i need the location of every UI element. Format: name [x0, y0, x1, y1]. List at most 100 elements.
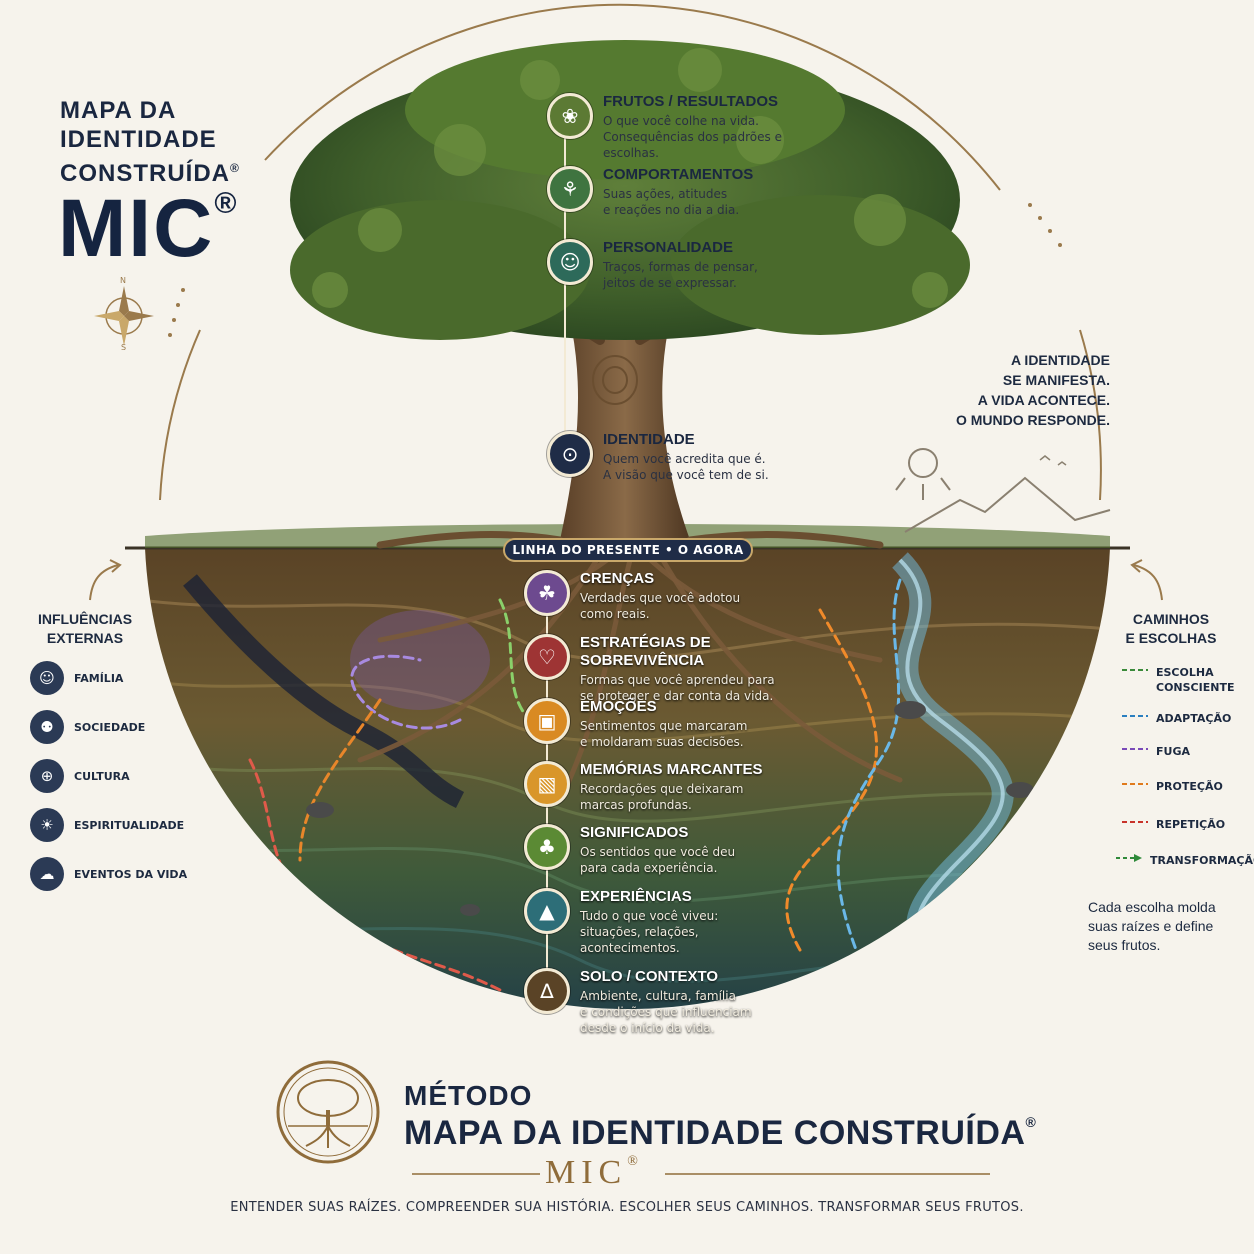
title-line-2: IDENTIDADE: [60, 126, 217, 153]
acronym-title: MIC®: [58, 183, 239, 274]
title-line-3: CONSTRUÍDA®: [60, 160, 240, 187]
paths-heading: CAMINHOS E ESCOLHAS: [1125, 611, 1217, 646]
path-adaptation: ADAPTAÇÃO: [1122, 711, 1231, 726]
layer-desc: Traços, formas de pensar,jeitos de se ex…: [603, 260, 758, 290]
layer-title: PERSONALIDADE: [603, 239, 734, 256]
layer-title: MEMÓRIAS MARCANTES: [580, 761, 763, 778]
birds-icon: [1039, 455, 1067, 466]
page-title: MAPA DA IDENTIDADE CONSTRUÍDA®: [60, 96, 380, 188]
path-label: ADAPTAÇÃO: [1156, 712, 1232, 725]
tree-canopy: [290, 40, 970, 340]
path-label: FUGA: [1156, 745, 1190, 758]
person-icon: ☺: [547, 239, 593, 285]
layer-experiences[interactable]: ▲ EXPERIÊNCIAS Tudo o que você viveu:sit…: [524, 888, 718, 956]
title-line-1: MAPA DA: [60, 97, 177, 124]
choices-note: Cada escolha molda suas raízes e define …: [1088, 899, 1216, 953]
globe-icon: ⊕: [30, 759, 64, 793]
influence-label: CULTURA: [74, 769, 130, 783]
dashed-line-purple-icon: [1122, 748, 1148, 750]
influence-spirituality[interactable]: ☀ ESPIRITUALIDADE: [30, 807, 184, 843]
dashed-line-green-icon: [1122, 669, 1148, 671]
layer-personality[interactable]: ☺ PERSONALIDADE Traços, formas de pensar…: [547, 239, 758, 291]
compass-south-label: S: [121, 343, 127, 352]
arrow-green-icon: [1116, 854, 1142, 862]
layer-soil-context[interactable]: ∆ SOLO / CONTEXTO Ambiente, cultura, fam…: [524, 968, 752, 1036]
soil-icon: ∆: [524, 968, 570, 1014]
path-transformation: TRANSFORMAÇÃO: [1116, 853, 1254, 868]
manifest-note: A IDENTIDADE SE MANIFESTA. A VIDA ACONTE…: [955, 352, 1110, 428]
footer-tagline: ENTENDER SUAS RAÍZES. COMPREENDER SUA HI…: [230, 1200, 1024, 1215]
layer-identity[interactable]: ⊙ IDENTIDADE Quem você acredita que é.A …: [547, 431, 769, 483]
layer-title: IDENTIDADE: [603, 431, 695, 448]
present-line-badge: LINHA DO PRESENTE • O AGORA: [503, 538, 753, 562]
picture-icon: ▧: [524, 761, 570, 807]
apple-icon: ❀: [547, 93, 593, 139]
layer-memories[interactable]: ▧ MEMÓRIAS MARCANTES Recordações que dei…: [524, 761, 763, 813]
footer-method-label: MÉTODO: [404, 1080, 533, 1111]
influence-family[interactable]: ☺ FAMÍLIA: [30, 660, 123, 696]
left-arrow-icon: [89, 559, 122, 601]
layer-desc: Tudo o que você viveu:situações, relaçõe…: [580, 909, 719, 955]
layer-desc: O que você colhe na vida.Consequências d…: [603, 114, 782, 160]
storm-icon: ☁: [30, 857, 64, 891]
layer-fruits[interactable]: ❀ FRUTOS / RESULTADOS O que você colhe n…: [547, 93, 837, 161]
path-label: PROTEÇÃO: [1156, 780, 1223, 793]
mountain-icon: ▲: [524, 888, 570, 934]
path-label: REPETIÇÃO: [1156, 818, 1226, 831]
right-arrow-icon: [1130, 559, 1163, 601]
influences-heading: INFLUÊNCIAS EXTERNAS: [37, 611, 133, 646]
heart-icon: ♡: [524, 634, 570, 680]
layer-title: SOLO / CONTEXTO: [580, 968, 719, 985]
fingerprint-icon: ⊙: [547, 431, 593, 477]
layer-title: COMPORTAMENTOS: [603, 166, 754, 183]
mountains-icon: [904, 476, 1111, 533]
lock-icon: ▣: [524, 698, 570, 744]
path-label: TRANSFORMAÇÃO: [1150, 854, 1254, 867]
path-escape: FUGA: [1122, 744, 1190, 759]
dashed-line-red-icon: [1122, 821, 1148, 823]
dotted-ring-right: [1028, 203, 1062, 247]
compass-north-label: N: [120, 276, 126, 285]
layer-title: SIGNIFICADOS: [580, 824, 689, 841]
footer-acronym: MIC®: [545, 1154, 638, 1191]
layer-desc: Quem você acredita que é.A visão que voc…: [603, 452, 769, 482]
layer-title: CRENÇAS: [580, 570, 655, 587]
spirit-icon: ☀: [30, 808, 64, 842]
path-protection: PROTEÇÃO: [1122, 779, 1223, 794]
influence-label: FAMÍLIA: [74, 671, 124, 685]
footer-tree-logo: [276, 1060, 380, 1164]
tree-icon: ♣: [524, 824, 570, 870]
layer-title: ESTRATÉGIAS DE SOBREVIVÊNCIA: [580, 634, 711, 669]
family-icon: ☺: [30, 661, 64, 695]
influence-label: SOCIEDADE: [74, 720, 146, 734]
influence-life-events[interactable]: ☁ EVENTOS DA VIDA: [30, 856, 187, 892]
influence-culture[interactable]: ⊕ CULTURA: [30, 758, 130, 794]
footer-title: MAPA DA IDENTIDADE CONSTRUÍDA®: [404, 1114, 1037, 1152]
outer-ring: [159, 3, 1102, 501]
society-icon: ⚉: [30, 710, 64, 744]
sun-icon: [895, 448, 951, 500]
path-repetition: REPETIÇÃO: [1122, 817, 1225, 832]
layer-title: FRUTOS / RESULTADOS: [603, 93, 779, 110]
layer-title: EXPERIÊNCIAS: [580, 888, 692, 905]
compass-icon: [94, 286, 154, 346]
layer-survival-strategies[interactable]: ♡ ESTRATÉGIAS DE SOBREVIVÊNCIA Formas qu…: [524, 634, 804, 704]
sprout-icon: ⚘: [547, 166, 593, 212]
dotted-ring-left: [168, 288, 185, 337]
layer-title: EMOÇÕES: [580, 698, 657, 715]
influence-society[interactable]: ⚉ SOCIEDADE: [30, 709, 145, 745]
